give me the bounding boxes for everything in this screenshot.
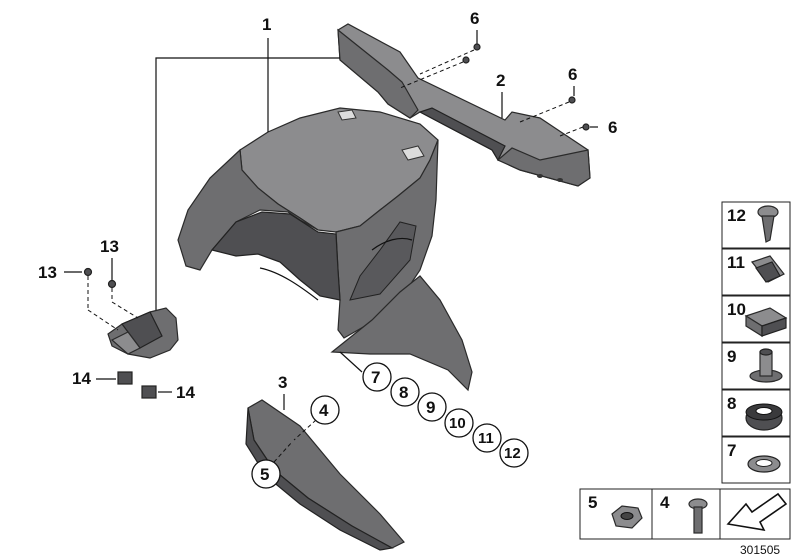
callout-2: 2 [496,71,505,90]
callout-4-group: 4 [293,395,340,441]
callout-1: 1 [262,15,271,34]
nut-part-14b: 14 [141,383,195,402]
callout-14b: 14 [176,383,195,402]
legend-label-9: 9 [727,347,736,366]
legend-label-12: 12 [727,206,746,225]
legend-box-4: 4 [651,488,721,540]
screw-part-6a: 6 [399,9,481,89]
screw-part-13b: 13 [100,237,139,319]
legend-label-4: 4 [660,493,670,512]
callout-9-group: 9 [417,392,447,422]
legend-row-10: 10 [721,295,791,343]
callout-10: 10 [449,415,466,432]
nut-part-14a: 14 [72,369,133,388]
callout-6b: 6 [568,65,577,84]
leader-1-mount [155,57,340,312]
screw-part-6b: 6 [519,65,577,123]
arrow-icon [726,492,788,532]
fairing-lower-fin [330,275,473,392]
spacer-bushing-icon [749,348,783,383]
mount-bracket [107,307,179,359]
screw-part-13a: 13 [38,263,119,331]
callout-7-group: 7 [362,362,392,392]
legend-label-5: 5 [588,493,597,512]
square-nut-icon [744,307,788,338]
legend-label-7: 7 [727,441,736,460]
legend-row-9: 9 [721,342,791,390]
legend-row-11: 11 [721,248,791,296]
screw-part-6c: 6 [559,118,617,137]
diagram-code: 301505 [740,543,780,557]
callout-6a: 6 [470,9,479,28]
rubber-grommet-icon [745,403,783,431]
spring-washer-icon [747,455,781,473]
legend-row-12: 12 [721,201,791,249]
legend-label-8: 8 [727,394,736,413]
callout-3: 3 [278,373,287,392]
callout-10-group: 10 [444,408,474,438]
callout-9: 9 [426,398,435,417]
callout-4: 4 [319,401,329,420]
leader-7 [339,351,363,373]
callout-8-group: 8 [390,377,420,407]
callout-11-group: 11 [472,423,502,453]
callout-13a: 13 [38,263,57,282]
callout-5: 5 [260,465,269,484]
callout-12: 12 [504,445,521,462]
callout-5-group: 5 [251,441,293,489]
hex-nut-icon [611,505,643,529]
legend-label-10: 10 [727,300,746,319]
legend-row-7: 7 [721,436,791,484]
clip-nut-icon [750,255,785,283]
fairing-part-1 [177,107,439,339]
callout-7: 7 [371,368,380,387]
bracket-part-2 [337,23,591,187]
legend-row-8: 8 [721,389,791,437]
callout-13b: 13 [100,237,119,256]
callout-12-group: 12 [499,438,529,468]
callout-8: 8 [399,383,408,402]
legend-box-5: 5 [579,488,653,540]
callout-14a: 14 [72,369,91,388]
legend-box-arrow [719,488,791,540]
legend-label-11: 11 [727,253,745,272]
callout-11: 11 [478,430,494,447]
callout-6c: 6 [608,118,617,137]
bolt-icon [688,498,708,534]
screw-icon [757,205,779,243]
